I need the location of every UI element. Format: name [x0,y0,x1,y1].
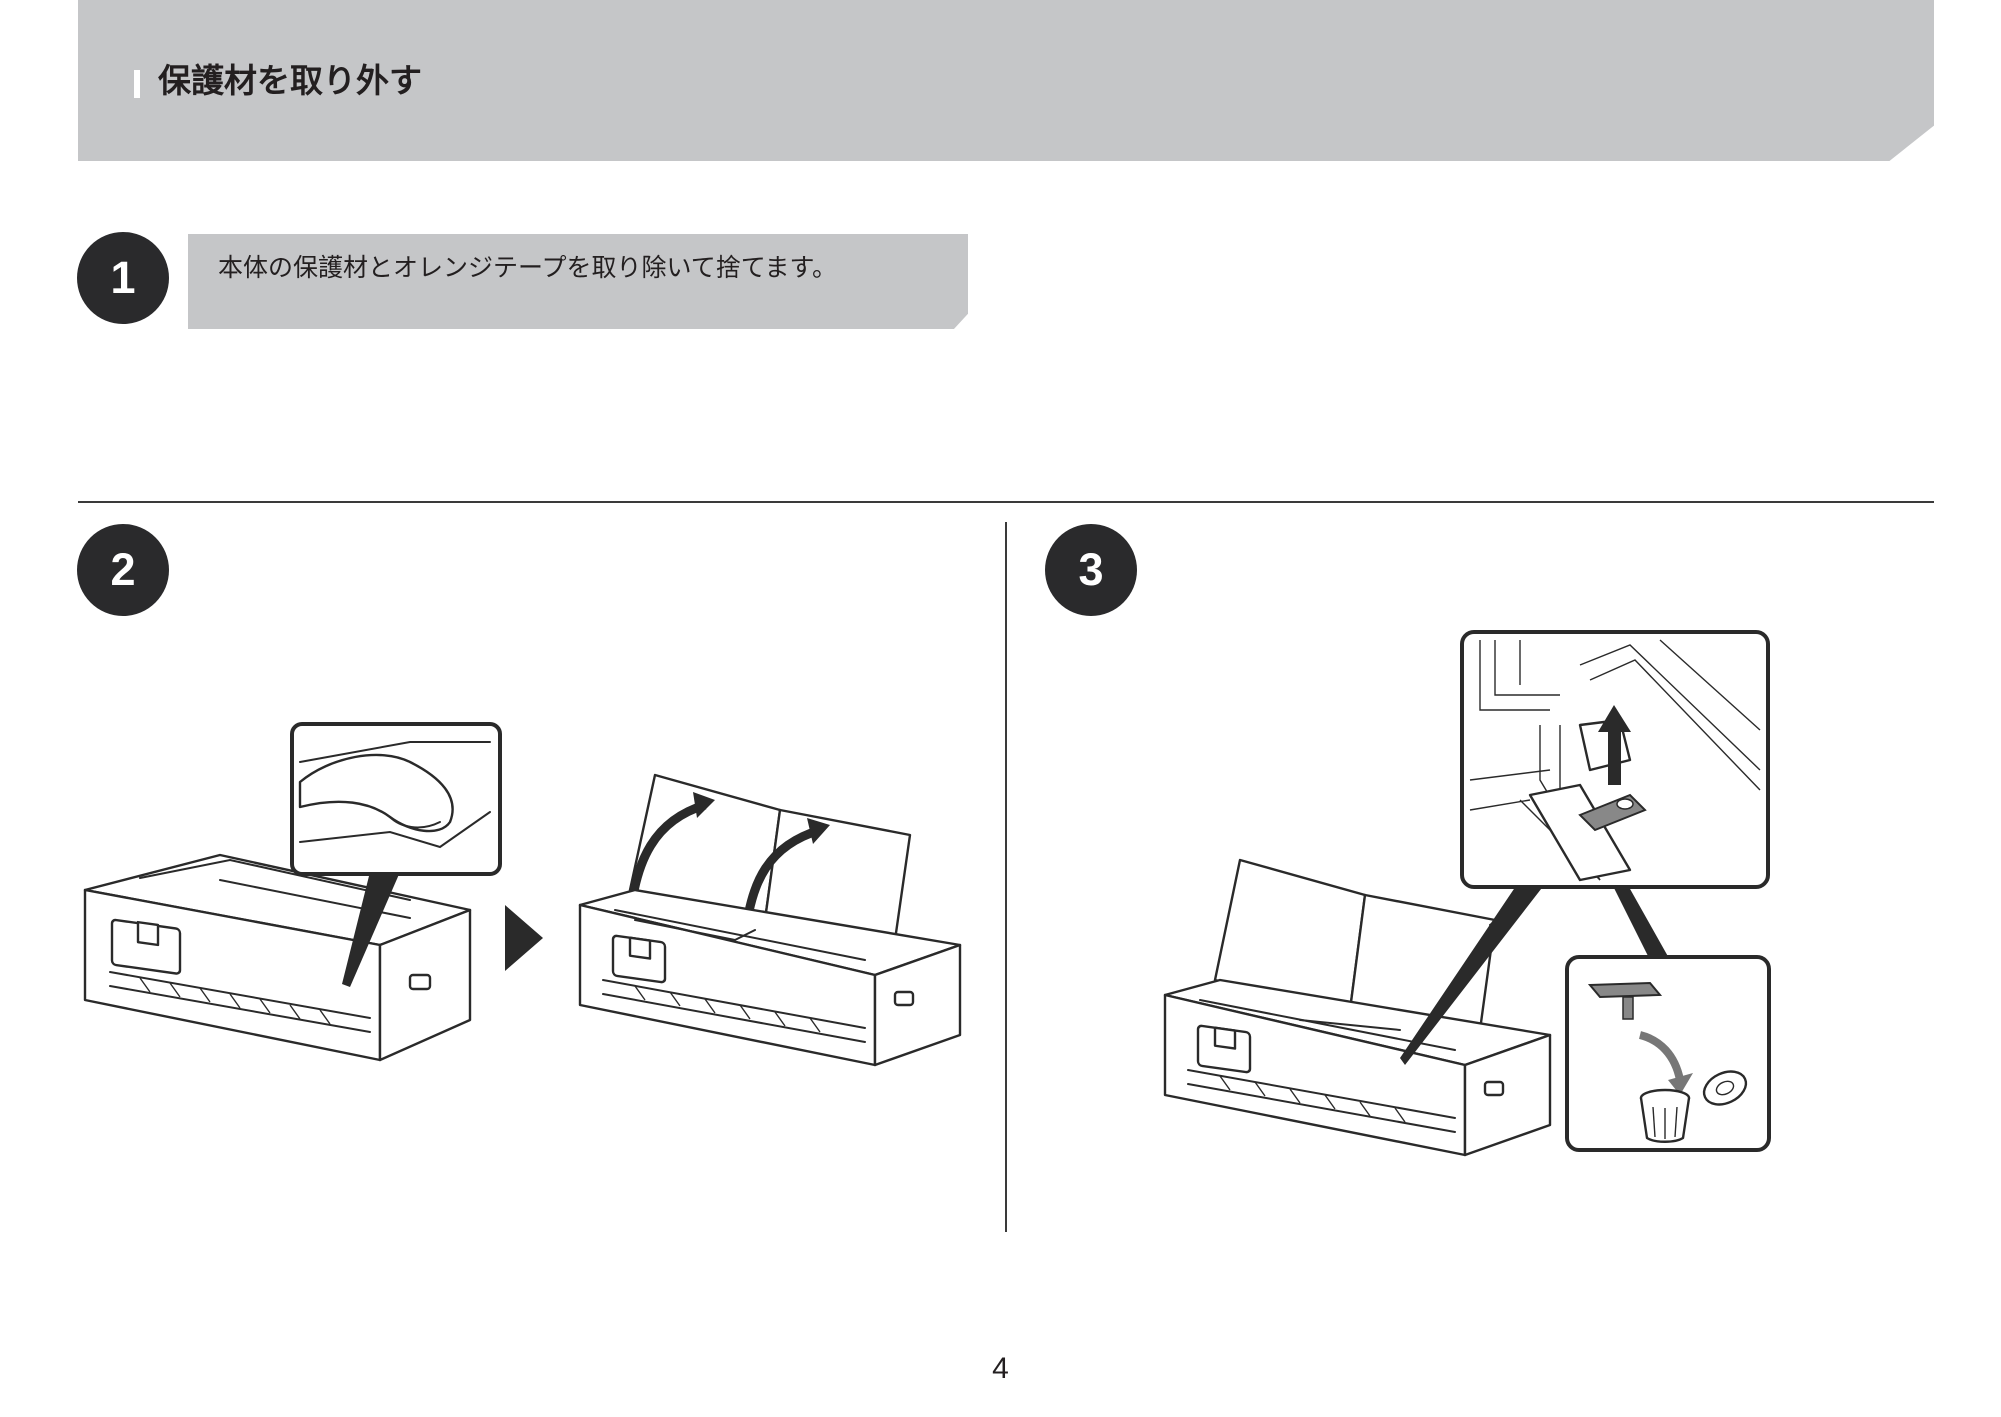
step-1-number: 1 [77,232,169,324]
section-title: 保護材を取り外す [158,61,422,100]
horizontal-divider [78,501,1934,503]
zoom-pointer-icon [1400,880,1670,1065]
protective-material-removal-icon [1460,630,1770,889]
printer-open-icon [1163,858,1552,1157]
trash-can-icon [1565,955,1771,1152]
step-1-instruction-text: 本体の保護材とオレンジテープを取り除いて捨てます。 [218,253,838,282]
printer-closed-icon [83,853,472,1062]
page-number: 4 [992,1352,1009,1385]
step-3-number: 3 [1045,524,1137,616]
next-arrow-icon [505,905,543,971]
step-2-number: 2 [77,524,169,616]
step-1-instruction-box [188,234,968,329]
printer-open-icon [578,773,962,1067]
section-header [78,0,1934,161]
vertical-divider [1005,522,1007,1232]
zoom-callout-hand-icon [290,722,502,987]
header-accent-bar [134,70,140,98]
